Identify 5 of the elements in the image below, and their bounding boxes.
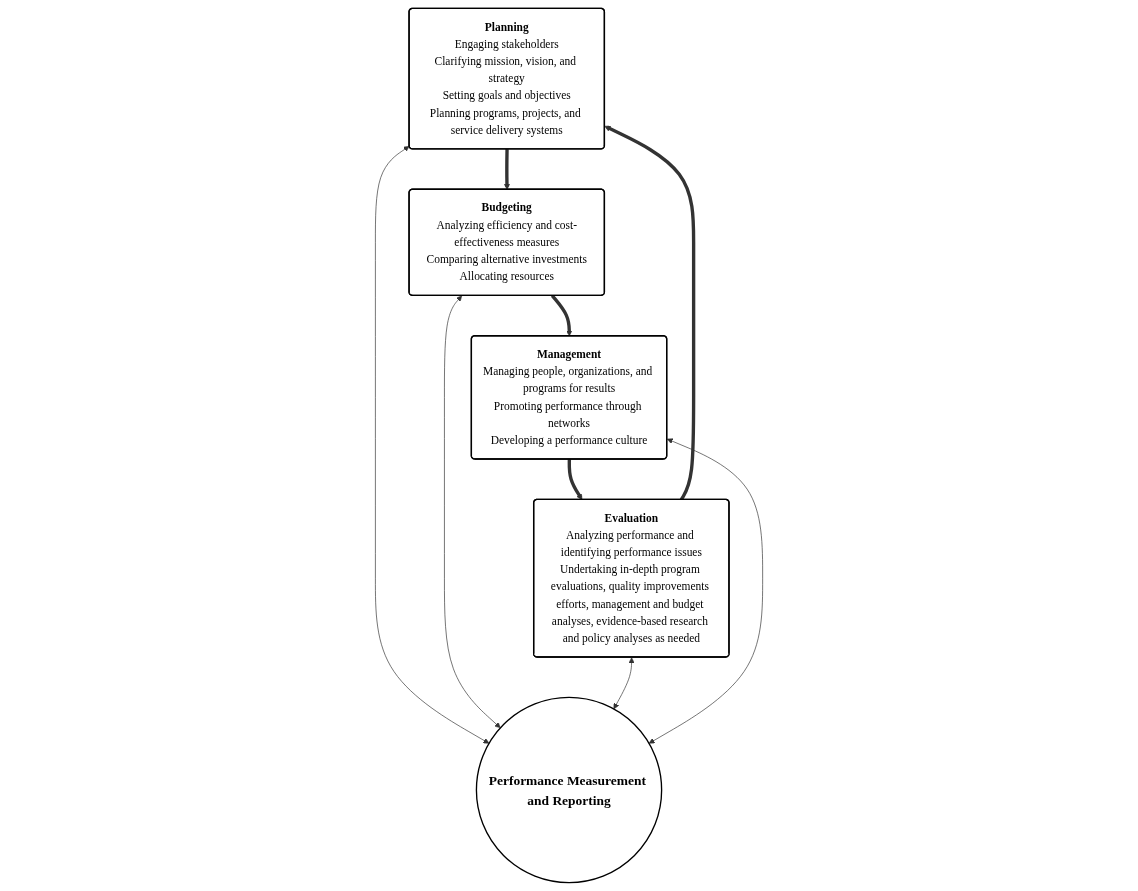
arrow [504,149,510,190]
arrow [550,294,573,337]
arrow [567,459,583,500]
node-circle: Performance Measurement and Reporting [475,696,663,884]
arrow [604,125,696,501]
